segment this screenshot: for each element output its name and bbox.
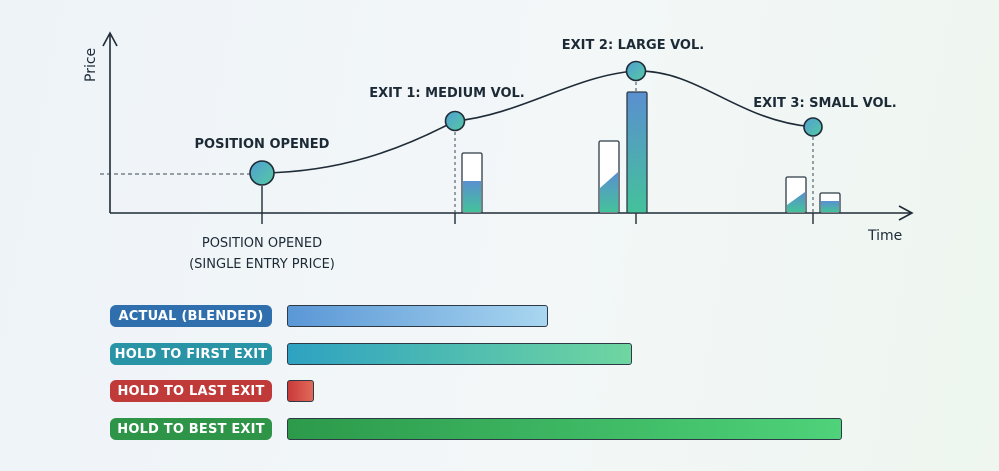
exit2-label: EXIT 2: LARGE VOL.: [562, 38, 704, 53]
hold-last-exit-label: HOLD TO LAST EXIT: [110, 380, 272, 402]
entry-caption-line1: POSITION OPENED: [202, 236, 322, 251]
exit2-marker: [625, 60, 647, 82]
hold-first-exit-label: HOLD TO FIRST EXIT: [110, 343, 272, 365]
hold-best-exit-bar: [287, 418, 842, 440]
exit3-volume-partial: [787, 192, 805, 212]
hold-last-exit-bar: [287, 380, 314, 402]
exit1-marker: [444, 110, 466, 132]
price-curve: [261, 70, 814, 174]
y-axis-arrow: [102, 31, 118, 47]
actual-blended-label: ACTUAL (BLENDED): [110, 305, 272, 327]
entry-caption-line2: (SINGLE ENTRY PRICE): [189, 257, 335, 272]
exit1-label: EXIT 1: MEDIUM VOL.: [369, 86, 524, 101]
hold-best-exit-label: HOLD TO BEST EXIT: [110, 418, 272, 440]
position-opened-label: POSITION OPENED: [195, 137, 330, 152]
exit1-volume-fill: [463, 181, 481, 212]
exit2-volume-partial: [600, 172, 618, 212]
x-axis-arrow: [898, 205, 914, 221]
actual-blended-bar: [287, 305, 548, 327]
x-axis-label: Time: [867, 228, 902, 244]
y-axis-label: Price: [83, 48, 99, 82]
entry-marker: [249, 160, 275, 186]
hold-first-exit-bar: [287, 343, 632, 365]
exit3-label: EXIT 3: SMALL VOL.: [753, 96, 896, 111]
exit3-marker: [803, 117, 823, 137]
exit3-volume-small-fill: [821, 201, 839, 212]
exit2-volume-large: [626, 91, 648, 214]
